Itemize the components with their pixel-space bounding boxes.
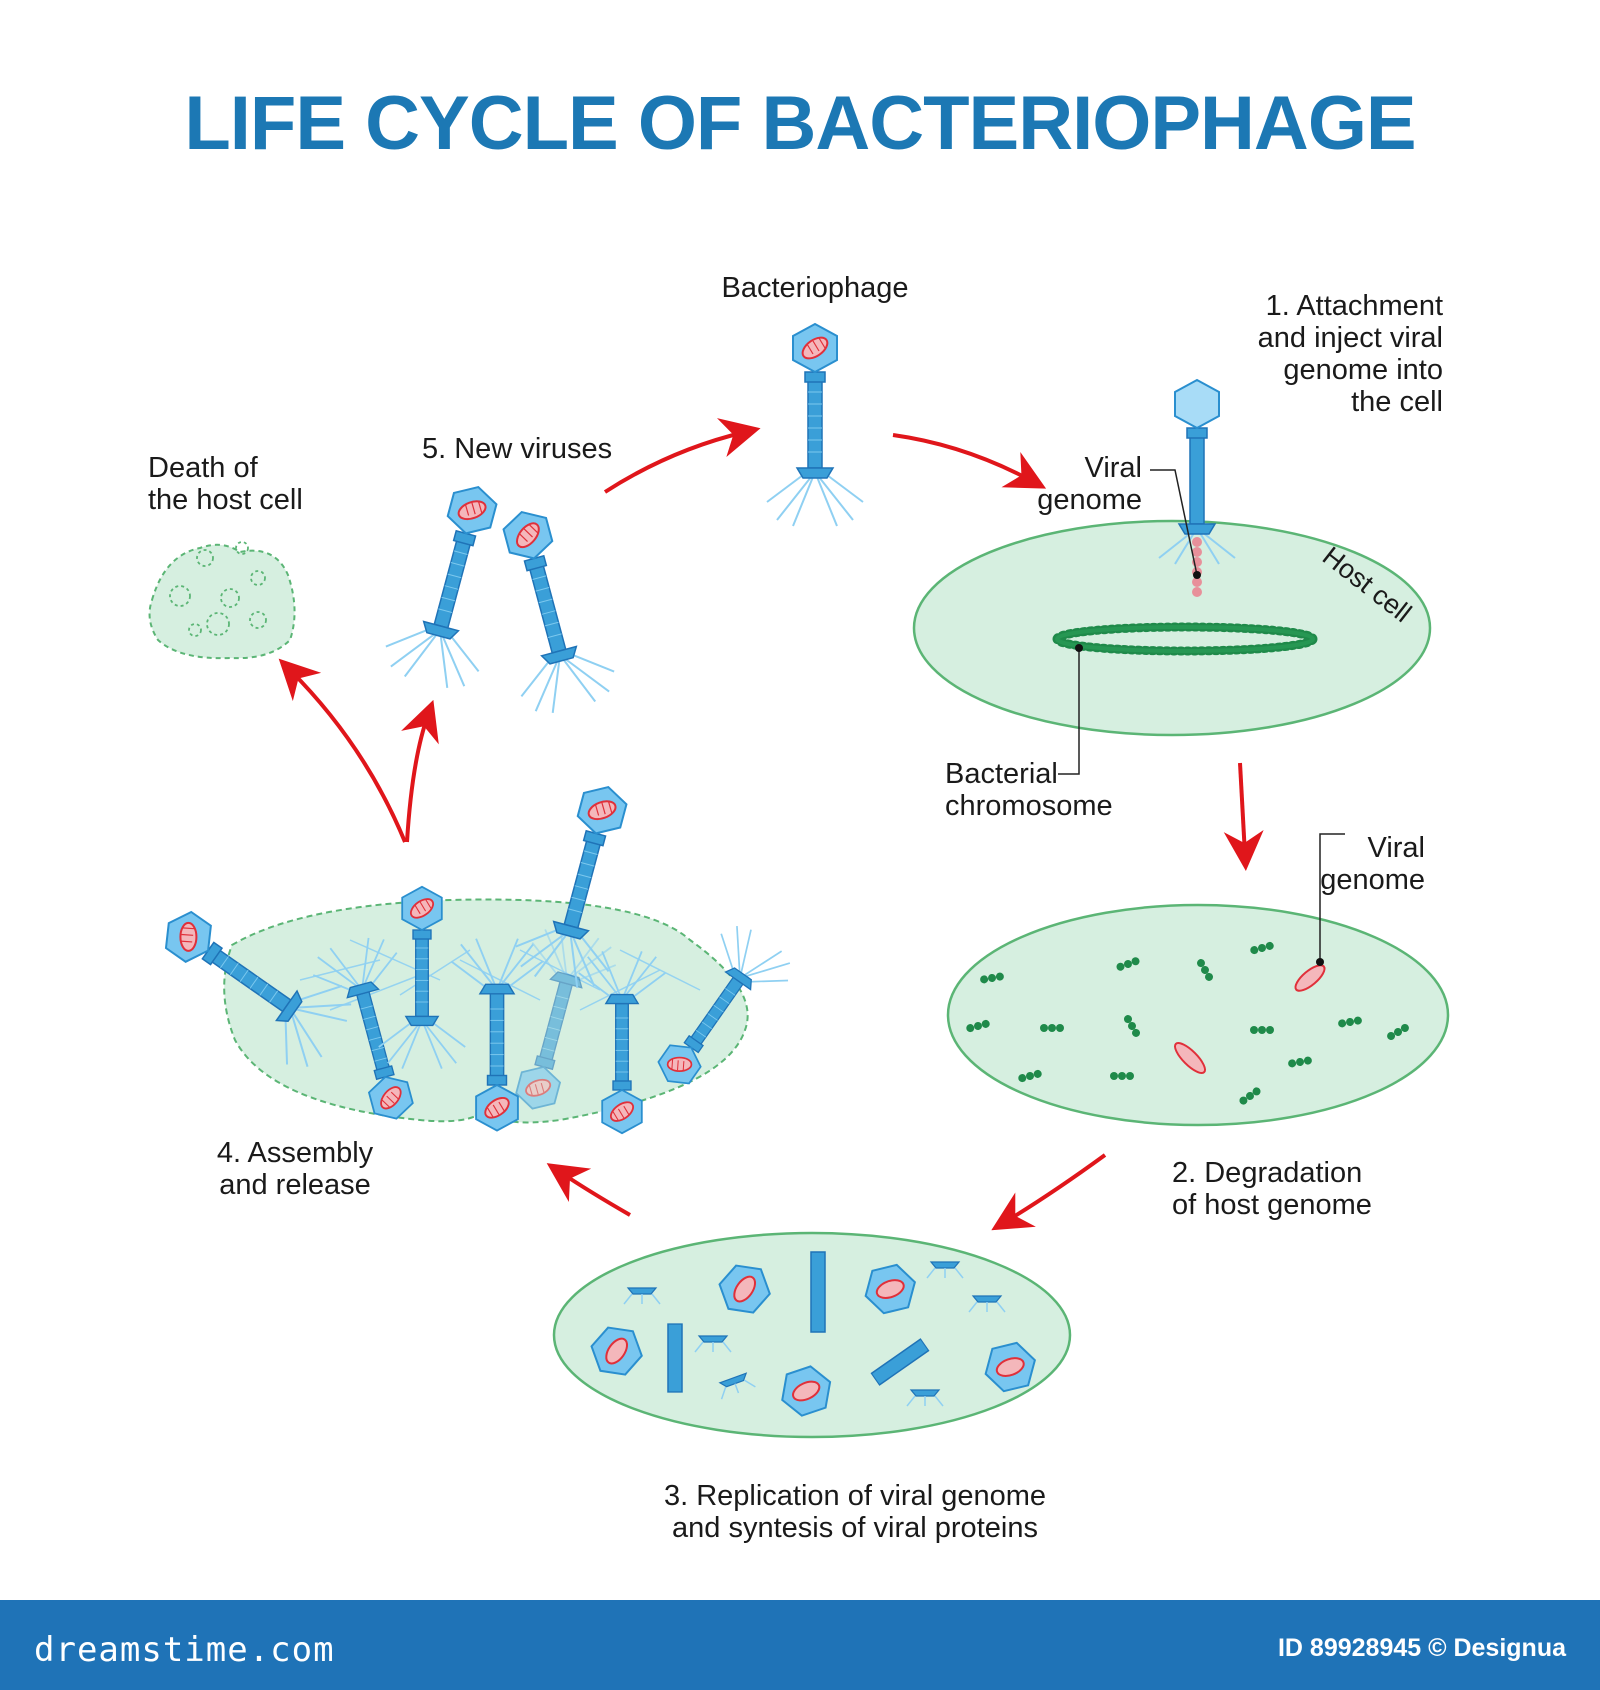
host-cell-stage4 bbox=[140, 773, 801, 1135]
footer-brand[interactable]: dreamstime.com bbox=[34, 1630, 335, 1670]
arrow-to-death bbox=[278, 658, 407, 843]
label-viral-genome-1: Viral genome bbox=[1037, 452, 1142, 516]
label-viral-genome-2: Viral genome bbox=[1320, 832, 1425, 896]
host-cell-stage1 bbox=[912, 379, 1432, 775]
dead-host-cell bbox=[148, 541, 296, 660]
label-bacterial-chromosome: Bacterial chromosome bbox=[945, 758, 1113, 822]
arrow-to-degradation bbox=[1223, 762, 1264, 871]
viral-genome-copies bbox=[1174, 964, 1326, 1074]
arrow-to-assembly bbox=[546, 1163, 631, 1217]
host-cell-stage3 bbox=[552, 1231, 1072, 1439]
label-step3: 3. Replication of viral genome and synte… bbox=[663, 1480, 1047, 1544]
lifecycle-illustration bbox=[140, 323, 1450, 1439]
page-title: LIFE CYCLE OF BACTERIOPHAGE bbox=[184, 81, 1416, 166]
host-cell-stage2 bbox=[946, 833, 1450, 1127]
label-bacteriophage: Bacteriophage bbox=[721, 272, 909, 304]
label-step5: 5. New viruses bbox=[422, 433, 613, 465]
bacteriophage-icon bbox=[766, 323, 864, 527]
label-step4: 4. Assembly and release bbox=[216, 1137, 374, 1201]
arrow-to-attachment bbox=[892, 433, 1047, 489]
cycle-arrows bbox=[278, 418, 1264, 1231]
arrow-to-new-viruses bbox=[401, 699, 439, 843]
label-step2: 2. Degradation of host genome bbox=[1172, 1157, 1372, 1221]
footer-credit: ID 89928945 © Designua bbox=[1277, 1634, 1566, 1662]
new-virus-phages bbox=[378, 473, 622, 721]
label-death-host-cell: Death of the host cell bbox=[148, 452, 303, 516]
arrow-to-replication bbox=[991, 1153, 1107, 1231]
bacterial-chromosome-loop bbox=[1052, 622, 1318, 656]
footer-bar: dreamstime.com ID 89928945 © Designua bbox=[0, 1600, 1600, 1690]
label-step1: 1. Attachment and inject viral genome in… bbox=[1257, 290, 1443, 418]
arrow-to-bacteriophage bbox=[603, 418, 761, 494]
